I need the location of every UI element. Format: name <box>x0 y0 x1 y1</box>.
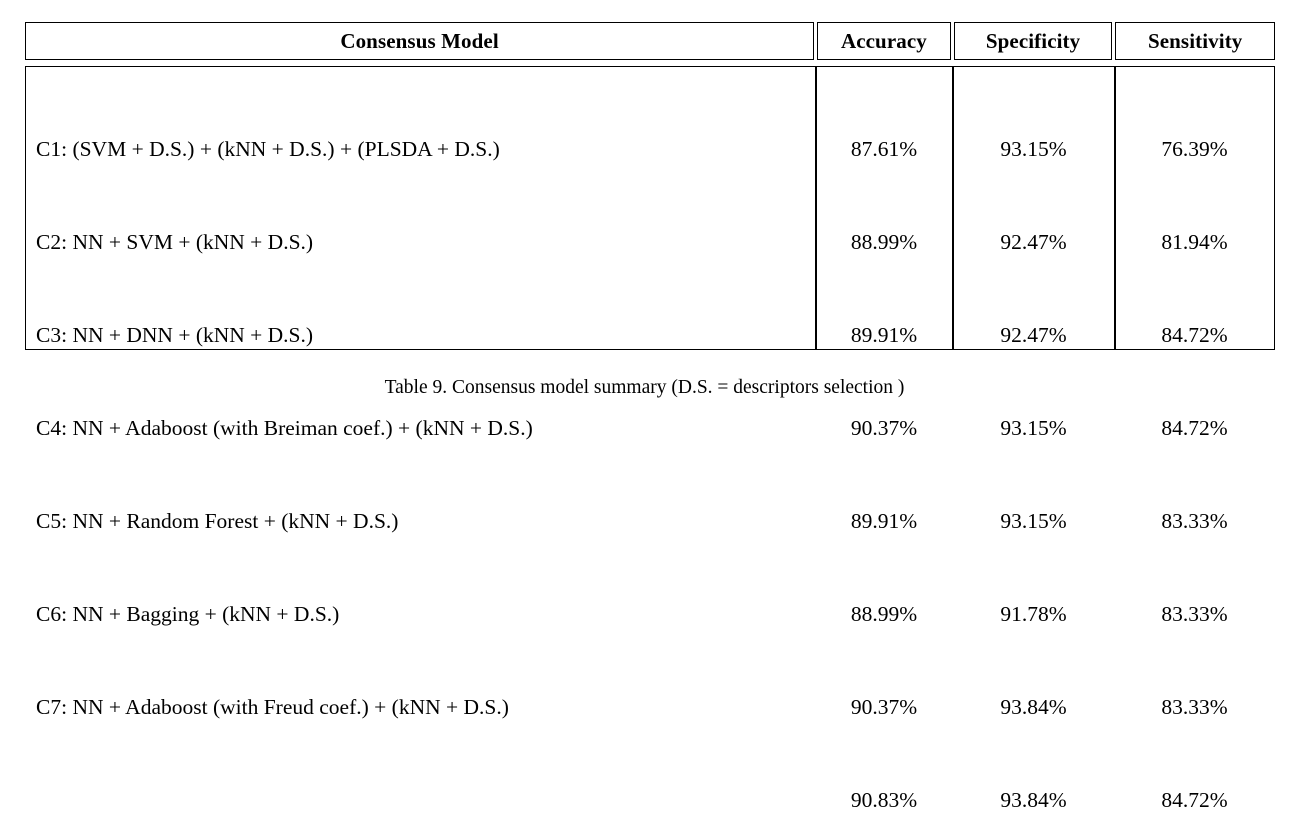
column-divider-2 <box>952 67 954 349</box>
column-specificity: 93.15% 92.47% 92.47% 93.15% 93.15% 91.78… <box>953 67 1114 812</box>
column-header-label: Specificity <box>985 28 1081 53</box>
cell-specificity: 93.15% <box>1000 137 1067 161</box>
table-row: C1: (SVM + D.S.) + (kNN + D.S.) + (PLSDA… <box>36 134 815 165</box>
cell-sensitivity: 81.94% <box>1161 230 1228 254</box>
cell-specificity: 93.84% <box>1000 695 1067 719</box>
cell-accuracy: 89.91% <box>850 509 918 533</box>
cell-sensitivity: 83.33% <box>1161 602 1228 626</box>
cell-sensitivity: 83.33% <box>1161 695 1228 719</box>
cell-accuracy: 87.61% <box>850 137 918 161</box>
table-row: C7: NN + Adaboost (with Freud coef.) + (… <box>36 692 815 723</box>
cell-specificity: 93.15% <box>1000 416 1067 440</box>
table-row: C3: NN + DNN + (kNN + D.S.) <box>36 320 815 351</box>
column-sensitivity: 76.39% 81.94% 84.72% 84.72% 83.33% 83.33… <box>1115 67 1274 812</box>
column-header-accuracy: Accuracy <box>817 22 951 60</box>
cell-model: C7: NN + Adaboost (with Freud coef.) + (… <box>36 695 509 719</box>
cell-model: C5: NN + Random Forest + (kNN + D.S.) <box>36 509 399 533</box>
column-header-label: Consensus Model <box>340 28 499 53</box>
table-header-row: Consensus Model Accuracy Specificity Sen… <box>25 22 1275 60</box>
cell-accuracy: 90.83% <box>850 788 918 812</box>
cell-model: C6: NN + Bagging + (kNN + D.S.) <box>36 602 340 626</box>
cell-model: C1: (SVM + D.S.) + (kNN + D.S.) + (PLSDA… <box>36 137 500 161</box>
column-header-label: Accuracy <box>840 28 927 53</box>
table-figure: Consensus Model Accuracy Specificity Sen… <box>25 22 1275 812</box>
table-row: C8: NN * 2 + Adaboost (with Freud coef.)… <box>36 785 815 830</box>
table-row: C6: NN + Bagging + (kNN + D.S.) <box>36 599 815 630</box>
column-consensus-model: C1: (SVM + D.S.) + (kNN + D.S.) + (PLSDA… <box>26 67 815 719</box>
column-divider-3 <box>1114 67 1116 349</box>
cell-specificity: 92.47% <box>1000 323 1067 347</box>
table-body: C1: (SVM + D.S.) + (kNN + D.S.) + (PLSDA… <box>25 66 1275 812</box>
cell-accuracy: 88.99% <box>850 602 918 626</box>
table-row: C5: NN + Random Forest + (kNN + D.S.) <box>36 506 815 537</box>
column-divider-1 <box>815 67 817 349</box>
cell-specificity: 93.84% <box>1000 788 1067 812</box>
cell-model: C3: NN + DNN + (kNN + D.S.) <box>36 323 314 347</box>
cell-sensitivity: 84.72% <box>1161 788 1228 812</box>
cell-model: C2: NN + SVM + (kNN + D.S.) <box>36 230 314 254</box>
cell-sensitivity: 76.39% <box>1161 137 1228 161</box>
table-caption: Table 9. Consensus model summary (D.S. =… <box>384 377 905 398</box>
cell-accuracy: 89.91% <box>850 323 918 347</box>
column-header-sensitivity: Sensitivity <box>1115 22 1275 60</box>
cell-sensitivity: 83.33% <box>1161 509 1228 533</box>
cell-specificity: 92.47% <box>1000 230 1067 254</box>
cell-specificity: 93.15% <box>1000 509 1067 533</box>
cell-accuracy: 88.99% <box>850 230 918 254</box>
cell-sensitivity: 84.72% <box>1161 416 1228 440</box>
column-header-label: Sensitivity <box>1147 28 1243 53</box>
column-header-consensus-model: Consensus Model <box>25 22 815 60</box>
column-accuracy: 87.61% 88.99% 89.91% 90.37% 89.91% 88.99… <box>816 67 952 812</box>
table-row: C2: NN + SVM + (kNN + D.S.) <box>36 227 815 258</box>
cell-model: C4: NN + Adaboost (with Breiman coef.) +… <box>36 416 533 440</box>
cell-accuracy: 90.37% <box>850 695 918 719</box>
cell-sensitivity: 84.72% <box>1161 323 1228 347</box>
column-header-specificity: Specificity <box>953 22 1113 60</box>
cell-accuracy: 90.37% <box>850 416 918 440</box>
table-row: C4: NN + Adaboost (with Breiman coef.) +… <box>36 413 815 444</box>
cell-specificity: 91.78% <box>1000 602 1067 626</box>
